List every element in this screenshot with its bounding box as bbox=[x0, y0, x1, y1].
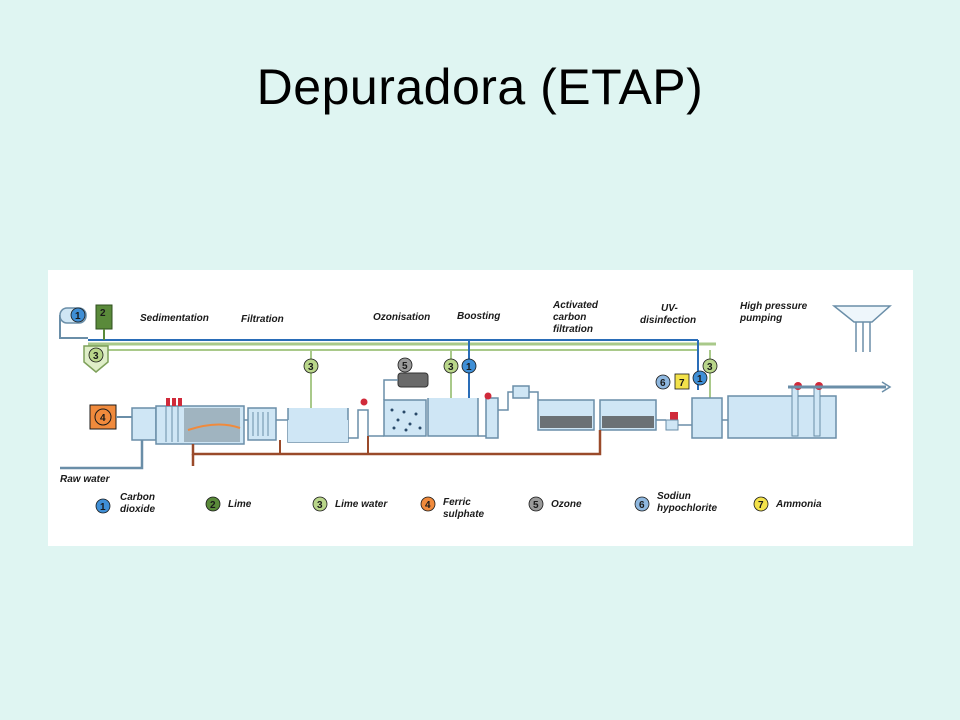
legend-label-hypochlorite-2: hypochlorite bbox=[657, 503, 717, 514]
legend-label-ferric-2: sulphate bbox=[443, 509, 485, 520]
sed-dosing-valve-2 bbox=[172, 398, 176, 406]
svg-text:5: 5 bbox=[402, 361, 408, 372]
diagram-canvas: 1 2 3 Sedimentation Filtration Ozonisati… bbox=[59, 300, 892, 520]
ozone-generator bbox=[397, 372, 429, 388]
badge-3-uv bbox=[702, 358, 718, 374]
legend-label-carbon-2: dioxide bbox=[120, 504, 155, 515]
sludge-drain-line bbox=[191, 430, 602, 456]
sand-filter-1 bbox=[247, 407, 277, 441]
legend-badge-2 bbox=[205, 496, 221, 512]
svg-text:7: 7 bbox=[679, 378, 685, 389]
stage-label-pumping-1: High pressure bbox=[740, 301, 808, 312]
svg-text:4: 4 bbox=[425, 500, 431, 511]
svg-text:7: 7 bbox=[758, 500, 764, 511]
badge-5-ozone bbox=[397, 357, 413, 373]
legend-badge-4 bbox=[420, 496, 436, 512]
svg-text:5: 5 bbox=[533, 500, 539, 511]
badge-1-ozone bbox=[461, 358, 477, 374]
stage-label-ozonisation: Ozonisation bbox=[373, 312, 430, 323]
stage-label-uv-1: UV- bbox=[661, 303, 679, 314]
stage-label-pumping-2: pumping bbox=[739, 313, 782, 324]
svg-text:6: 6 bbox=[660, 378, 666, 389]
stage-label-boosting: Boosting bbox=[457, 311, 500, 322]
svg-text:4: 4 bbox=[100, 413, 106, 424]
legend-label-ferric-1: Ferric bbox=[443, 497, 471, 508]
badge-3-filtration bbox=[303, 358, 319, 374]
legend-badge-1 bbox=[95, 498, 111, 514]
badge-3-hopper bbox=[88, 347, 104, 363]
legend-label-ozone: Ozone bbox=[551, 499, 582, 510]
stage-label-activated-3: filtration bbox=[553, 324, 593, 335]
stage-label-activated-2: carbon bbox=[553, 312, 586, 323]
ozone-contact-basin bbox=[427, 398, 479, 437]
water-tower-tank bbox=[831, 305, 892, 323]
uv-unit bbox=[670, 412, 678, 420]
valve-filtration bbox=[360, 398, 368, 406]
svg-text:1: 1 bbox=[697, 374, 703, 385]
booster-head bbox=[512, 385, 530, 399]
raw-water-label: Raw water bbox=[60, 474, 111, 485]
svg-text:1: 1 bbox=[466, 362, 472, 373]
uv-contact-chamber bbox=[691, 397, 723, 439]
stage-labels: Sedimentation Filtration Ozonisation Boo… bbox=[140, 300, 808, 335]
svg-text:3: 3 bbox=[308, 362, 314, 373]
legend-badge-6 bbox=[634, 496, 650, 512]
badge-3-ozone bbox=[443, 358, 459, 374]
svg-text:3: 3 bbox=[707, 362, 713, 373]
process-flow-pipes bbox=[244, 391, 728, 439]
ozone-feed-line bbox=[383, 379, 398, 400]
stage-label-sedimentation: Sedimentation bbox=[140, 313, 209, 324]
legend-label-ammonia: Ammonia bbox=[775, 499, 822, 510]
water-treatment-diagram: 1 2 3 Sedimentation Filtration Ozonisati… bbox=[48, 270, 913, 546]
stage-label-filtration: Filtration bbox=[241, 314, 284, 325]
svg-text:2: 2 bbox=[100, 308, 106, 319]
badge-7-ammonia bbox=[674, 373, 690, 390]
mixing-chamber bbox=[131, 407, 157, 441]
svg-text:3: 3 bbox=[93, 351, 99, 362]
svg-text:1: 1 bbox=[100, 502, 106, 513]
stage-label-activated-1: Activated bbox=[552, 300, 599, 311]
badge-1-uv bbox=[692, 370, 708, 386]
legend: 1 Carbon dioxide 2 Lime 3 Lime water 4 F… bbox=[95, 491, 822, 520]
svg-text:2: 2 bbox=[210, 500, 216, 511]
valve-booster bbox=[484, 392, 492, 400]
legend-badge-3 bbox=[312, 496, 328, 512]
legend-label-hypochlorite-1: Sodiun bbox=[657, 491, 691, 502]
badge-6-hypochlorite bbox=[655, 374, 671, 390]
legend-badge-7 bbox=[753, 496, 769, 512]
slide-title: Depuradora (ETAP) bbox=[256, 59, 704, 115]
booster-riser bbox=[485, 397, 499, 439]
stage-label-uv-2: disinfection bbox=[640, 315, 696, 326]
svg-text:1: 1 bbox=[75, 311, 81, 322]
legend-label-lime-water: Lime water bbox=[335, 499, 388, 510]
svg-text:3: 3 bbox=[317, 500, 323, 511]
svg-text:6: 6 bbox=[639, 500, 645, 511]
sludge-blanket bbox=[187, 423, 241, 431]
svg-text:3: 3 bbox=[448, 362, 454, 373]
legend-label-lime: Lime bbox=[228, 499, 252, 510]
ozone-bubbles bbox=[390, 408, 422, 432]
raw-water-inlet-pipe bbox=[60, 430, 144, 470]
sed-dosing-valve-3 bbox=[178, 398, 182, 406]
legend-label-carbon-1: Carbon bbox=[120, 492, 155, 503]
sed-dosing-valve-1 bbox=[166, 398, 170, 406]
legend-badge-5 bbox=[528, 496, 544, 512]
badge-4-doser bbox=[94, 408, 112, 426]
badge-1-top bbox=[70, 307, 86, 323]
